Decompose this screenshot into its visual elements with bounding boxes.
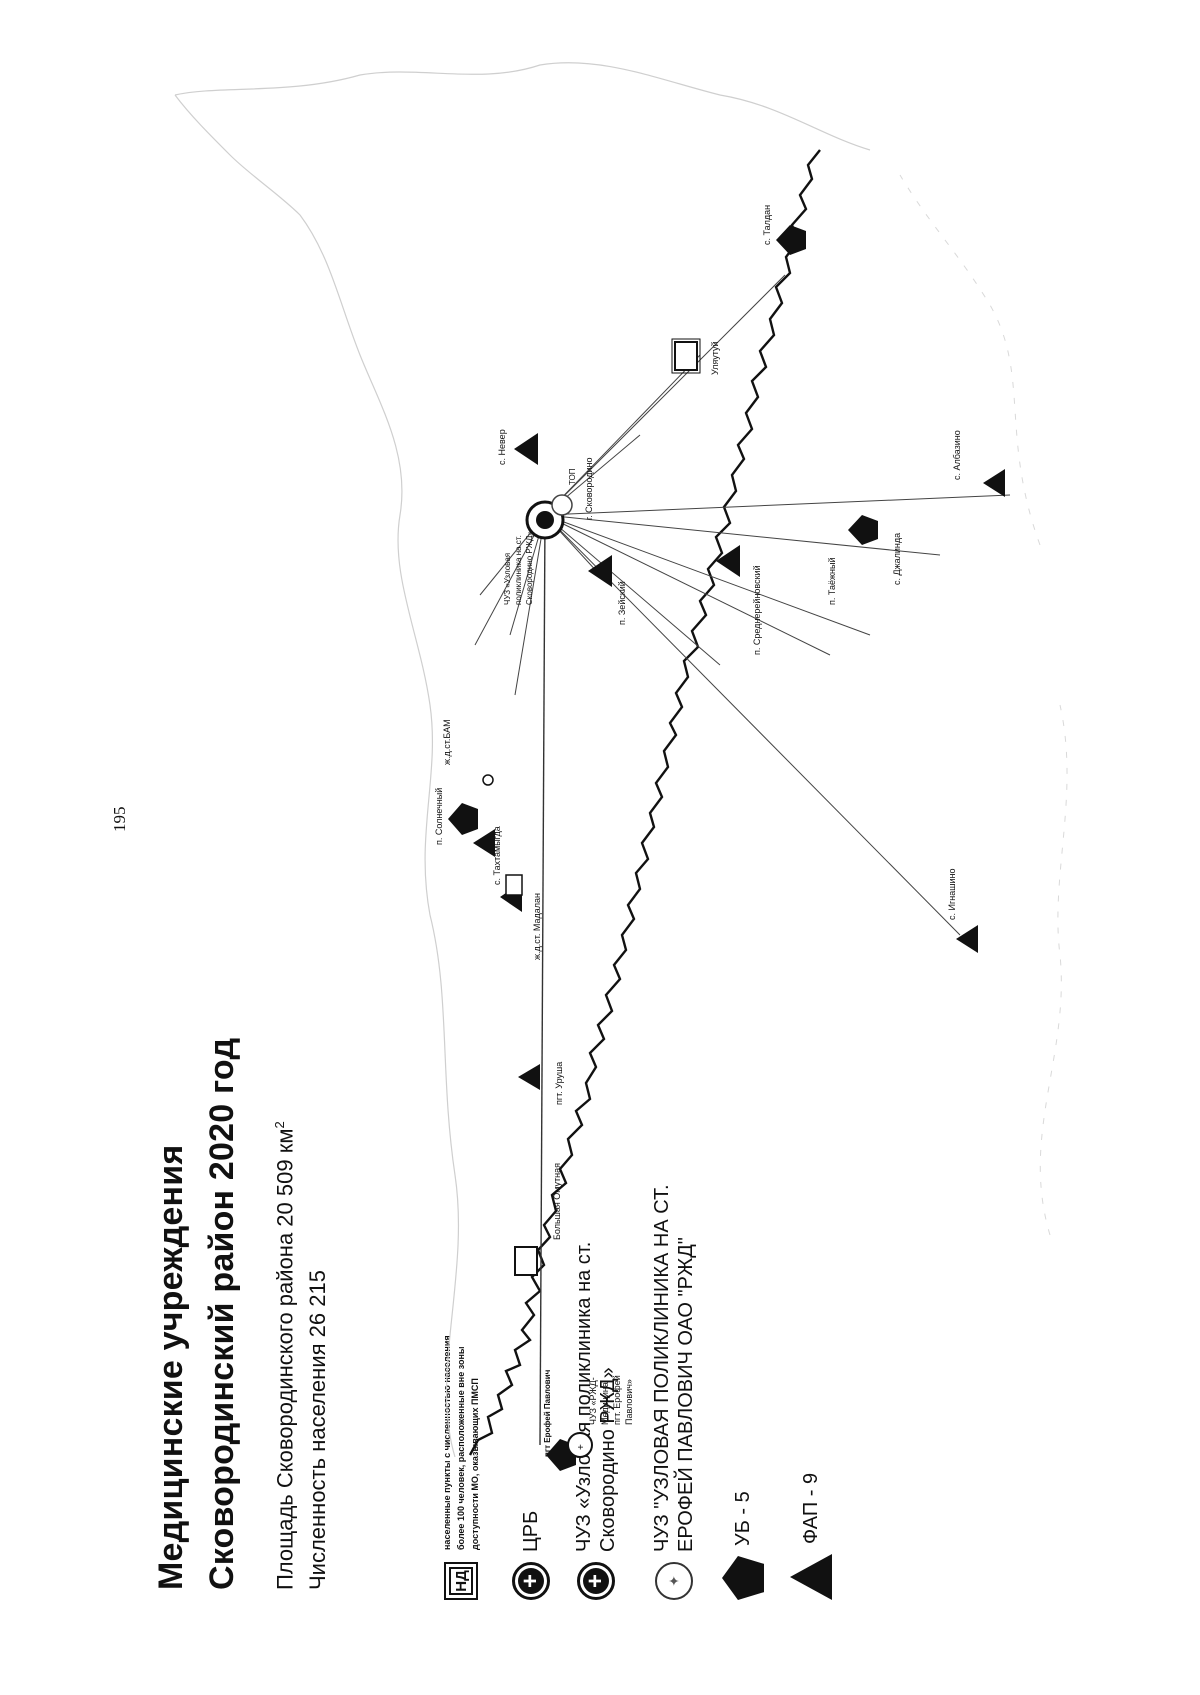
- place-madalan: ж.д.ст. Мадалан: [532, 893, 542, 960]
- place-bam: ж.д.ст.БАМ: [442, 719, 452, 765]
- place-taldan: с. Талдан: [762, 205, 772, 245]
- fap-marker-urusha: [518, 1064, 540, 1090]
- place-srednereyskiy: п. Среднерейновский: [752, 565, 762, 655]
- chuz-erofey-label-3: пгт. Ерофей: [612, 1375, 622, 1425]
- ub-marker-zhalinda: [848, 515, 878, 545]
- connection-lines: [474, 274, 1011, 936]
- place-tygda: ТОП: [568, 468, 577, 485]
- chuz-erofey-label-2: Медицина: [600, 1382, 610, 1425]
- fap-marker-zeysky: [588, 555, 612, 587]
- railway-line: [539, 514, 546, 1446]
- fap-marker-never: [514, 433, 538, 465]
- place-zhalinda: с. Джалинда: [892, 533, 902, 585]
- skovorodino-crb-marker: [525, 494, 573, 540]
- amur-river: [468, 149, 821, 1456]
- place-never: с. Невер: [497, 429, 507, 465]
- chuz-skovorodino-label-3: Сковородино РЖД»: [525, 531, 534, 605]
- place-albazino: с. Албазино: [952, 430, 962, 480]
- place-ignashino: с. Игнашино: [947, 869, 957, 920]
- district-border-south: [1039, 704, 1068, 1236]
- fap-marker-albazino: [983, 469, 1005, 497]
- chuz-skovorodino-label-2: поликлиника на ст.: [514, 535, 523, 605]
- place-tahtamygda: с. Тахтамыгда: [492, 826, 502, 885]
- place-skovorodino: г. Сковородино: [584, 458, 594, 520]
- svg-text:+: +: [576, 1444, 587, 1450]
- place-tayozhny: п. Таёжный: [827, 558, 837, 605]
- place-zeysky: п. Зейский: [617, 581, 627, 625]
- bam-station-marker: [482, 774, 494, 786]
- place-erofey: пгт Ерофей Павлович: [543, 1369, 552, 1457]
- place-urusha: пгт. Уруша: [554, 1062, 564, 1105]
- nd-marker-ulyautuy: [674, 341, 698, 371]
- nd-marker-ulyautuy-frame: [671, 338, 701, 374]
- place-solnechny: п. Солнечный: [434, 788, 444, 845]
- chuz-erofey-label-4: Павлович»: [624, 1379, 634, 1425]
- nd-marker-bolshaya-omutnaya: [514, 1246, 538, 1276]
- chuz-skovorodino-label-1: ЧУЗ «Узловая: [503, 553, 512, 605]
- ub-marker-solnechny: [448, 803, 478, 835]
- district-border: [174, 94, 460, 1458]
- fap-marker-tahtamygda: [473, 829, 495, 857]
- fap-marker-srednereyskiy: [716, 545, 740, 577]
- district-border-south-east: [899, 174, 1041, 546]
- fap-marker-ignashino: [956, 925, 978, 953]
- place-bolshaya-omutnaya: Большая Омутная: [552, 1163, 562, 1240]
- chuz-erofey-label-1: ЧУЗ «РЖД-: [588, 1377, 598, 1425]
- ub-marker-taldan: [776, 225, 806, 255]
- place-ulyautuy: Уляутуй: [710, 342, 720, 376]
- nd-marker-madalan: [505, 874, 523, 896]
- erofey-hospital-marker: +: [546, 1432, 593, 1471]
- district-border-east: [174, 62, 871, 151]
